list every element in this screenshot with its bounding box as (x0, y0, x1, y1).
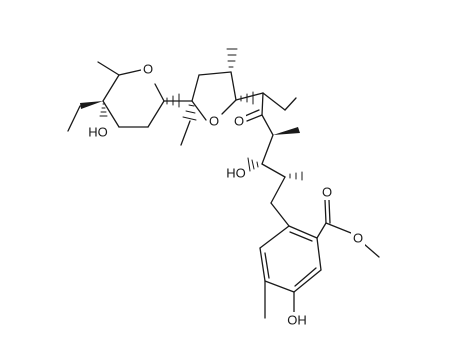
atom-label-tertiary-hydroxyl: HO (86, 124, 110, 140)
bond (191, 74, 200, 102)
bond (154, 83, 165, 102)
svg-text:O: O (234, 114, 244, 129)
bond (102, 74, 120, 102)
bond (264, 252, 270, 279)
bond (270, 176, 286, 204)
bond (102, 100, 120, 128)
hydroxyl-hashed-bond (99, 103, 108, 117)
bond (235, 92, 264, 101)
bond (262, 92, 286, 111)
bond (293, 269, 322, 293)
ethyl-bond (67, 105, 81, 132)
atom-label-oxolane-oxygen: O (207, 113, 221, 129)
bond (288, 225, 318, 239)
svg-text:OH: OH (287, 313, 307, 328)
bond (261, 114, 274, 136)
bond (198, 71, 232, 76)
svg-text:O: O (143, 62, 153, 77)
svg-text:HO: HO (88, 125, 108, 140)
bond (316, 222, 327, 239)
svg-text:O: O (353, 231, 363, 246)
hydroxyl-hashed-bond (247, 157, 259, 172)
ethyl-wedge-bond (80, 101, 103, 109)
bond (325, 222, 352, 234)
methyl-bond (97, 61, 120, 76)
bond (191, 100, 207, 121)
bond (230, 71, 237, 101)
bond (270, 202, 290, 227)
bond (264, 280, 295, 293)
bond (259, 247, 266, 282)
bond (284, 97, 297, 111)
atom-label-oxane-oxygen: O (141, 61, 155, 77)
ethyl-bond (180, 120, 191, 146)
bond (289, 231, 313, 242)
bond (244, 109, 260, 117)
svg-text:HO: HO (226, 166, 246, 181)
atom-label-ketone-oxygen: O (232, 113, 246, 129)
svg-text:O: O (209, 114, 219, 129)
bond (324, 199, 327, 224)
methyl-wedge-bond (273, 127, 300, 135)
bond (363, 243, 380, 258)
benzene-ring (259, 225, 322, 293)
bond (261, 134, 274, 165)
bond (246, 114, 263, 122)
bond (316, 237, 322, 271)
bond (259, 225, 290, 249)
bond (328, 199, 331, 224)
atom-label-secondary-hydroxyl: HO (224, 165, 248, 181)
oxolane-ring (191, 71, 237, 121)
atom-label-ester-carbonyl-oxygen: O (320, 184, 334, 200)
bond (294, 267, 317, 287)
bond (118, 69, 142, 76)
ethyl-hashed-bond (182, 104, 197, 121)
bond (147, 100, 165, 128)
atom-label-phenol-hydroxyl: OH (285, 312, 309, 328)
methyl-hashed-bond (226, 48, 238, 68)
bond (221, 99, 237, 115)
bond (261, 163, 286, 178)
oxane-ring (102, 69, 165, 128)
bond (261, 92, 264, 116)
atom-label-ester-ether-oxygen: O (351, 230, 365, 246)
methyl-hashed-bond (289, 171, 303, 181)
svg-text:O: O (322, 185, 332, 200)
